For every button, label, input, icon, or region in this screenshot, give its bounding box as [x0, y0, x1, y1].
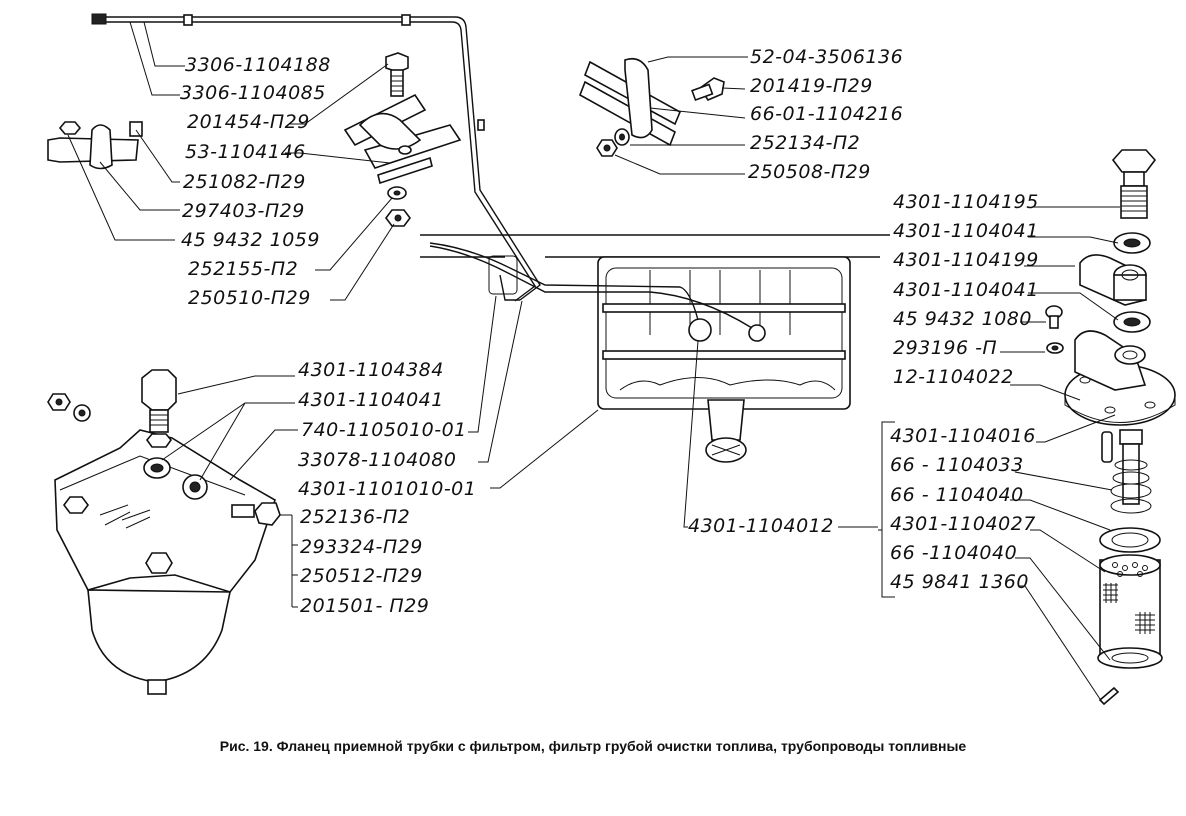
leader-line — [161, 402, 295, 481]
leader-line — [478, 300, 523, 463]
part-number-label: 297403-П29 — [182, 200, 305, 222]
fuel-line — [499, 274, 520, 301]
leader-line — [99, 161, 180, 211]
leader-line — [1010, 384, 1081, 401]
leader-line — [135, 129, 180, 183]
washer-icon — [614, 128, 630, 146]
part-number-label: 4301-1104041 — [893, 220, 1039, 242]
figure-caption: Рис. 19. Фланец приемной трубки с фильтр… — [219, 738, 967, 754]
part-number-label: 4301-1104012 — [688, 515, 834, 537]
leader-line — [177, 375, 295, 395]
part-number-label: 252155-П2 — [188, 258, 299, 280]
leader-line — [721, 87, 746, 90]
leader-line — [647, 56, 748, 63]
part-number-label: 201454-П29 — [187, 111, 310, 133]
leader-line — [490, 409, 599, 489]
part-number-label: 252134-П2 — [750, 132, 861, 154]
fuel-tank-icon — [597, 256, 851, 463]
part-number-label: 4301-1104041 — [298, 389, 444, 411]
part-number-label: 201501- П29 — [300, 595, 430, 617]
bracket-line — [280, 514, 298, 608]
nut-icon — [596, 139, 618, 157]
part-number-label: 4301-1104016 — [890, 425, 1036, 447]
fuel-line — [429, 245, 753, 329]
part-number-label: 45 9432 1080 — [893, 308, 1032, 330]
part-number-label: 252136-П2 — [300, 506, 411, 528]
leader-line — [229, 429, 298, 481]
sender-port-icon — [748, 324, 766, 342]
leader-line — [129, 21, 180, 96]
part-number-label: 293324-П29 — [300, 536, 423, 558]
leader-line — [143, 21, 185, 67]
leader-line — [1014, 471, 1113, 491]
pipe-clamp-icon — [343, 93, 462, 185]
part-number-label: 33078-1104080 — [298, 449, 457, 471]
part-number-label: 45 9432 1059 — [181, 229, 320, 251]
part-number-label: 4301-1104027 — [890, 513, 1036, 535]
fuel-line — [429, 242, 699, 321]
pipe-clip-icon — [47, 121, 143, 170]
part-number-label: 66 - 1104040 — [890, 484, 1024, 506]
leader-line — [315, 197, 393, 271]
part-number-label: 293196 -П — [893, 337, 998, 359]
leader-line — [1028, 236, 1119, 244]
nut-icon — [385, 209, 411, 227]
part-number-label: 4301-1104195 — [893, 191, 1039, 213]
intake-flange-fitting-icon — [688, 318, 712, 342]
bracket-icon — [488, 255, 518, 295]
part-number-label: 250508-П29 — [748, 161, 871, 183]
part-number-label: 250512-П29 — [300, 565, 423, 587]
leader-line — [1010, 499, 1111, 531]
part-number-label: 45 9841 1360 — [890, 571, 1029, 593]
washer-icon — [387, 186, 407, 200]
part-number-label: 4301-1101010-01 — [298, 478, 477, 500]
pipe-clamp-bracket-icon — [579, 57, 725, 147]
part-number-label: 66 -1104040 — [890, 542, 1018, 564]
leader-line — [649, 107, 746, 119]
part-number-label: 251082-П29 — [183, 171, 306, 193]
bolt-icon — [385, 52, 409, 97]
intake-flange-assembly-icon — [1045, 149, 1176, 706]
bracket-line — [878, 421, 895, 598]
part-number-label: 12-1104022 — [893, 366, 1014, 388]
part-number-label: 66 - 1104033 — [890, 454, 1024, 476]
leader-line — [67, 134, 175, 241]
leader-line — [1028, 292, 1119, 321]
leader-line — [1018, 585, 1103, 703]
nut-icon — [47, 393, 71, 411]
leader-line — [1030, 529, 1106, 573]
leader-line — [468, 295, 497, 433]
part-number-label: 201419-П29 — [750, 75, 873, 97]
leader-line — [1036, 414, 1116, 443]
part-number-label: 66-01-1104216 — [750, 103, 904, 125]
leader-line — [285, 152, 391, 164]
part-number-label: 250510-П29 — [188, 287, 311, 309]
leader-line — [614, 154, 745, 175]
leader-line — [330, 223, 395, 301]
part-number-label: 4301-1104041 — [893, 279, 1039, 301]
part-number-label: 52-04-3506136 — [750, 46, 904, 68]
washer-icon — [73, 404, 91, 422]
leader-line — [1015, 557, 1111, 661]
leader-line — [683, 340, 699, 528]
part-number-label: 740-1105010-01 — [301, 419, 467, 441]
leader-line — [290, 63, 389, 125]
fuel-pipe-top — [91, 13, 541, 302]
part-number-label: 53-1104146 — [185, 141, 306, 163]
coarse-fuel-filter-icon — [54, 369, 281, 695]
part-number-label: 4301-1104384 — [298, 359, 444, 381]
part-number-label: 3306-1104085 — [180, 82, 326, 104]
part-number-label: 4301-1104199 — [893, 249, 1039, 271]
part-number-label: 3306-1104188 — [185, 54, 331, 76]
